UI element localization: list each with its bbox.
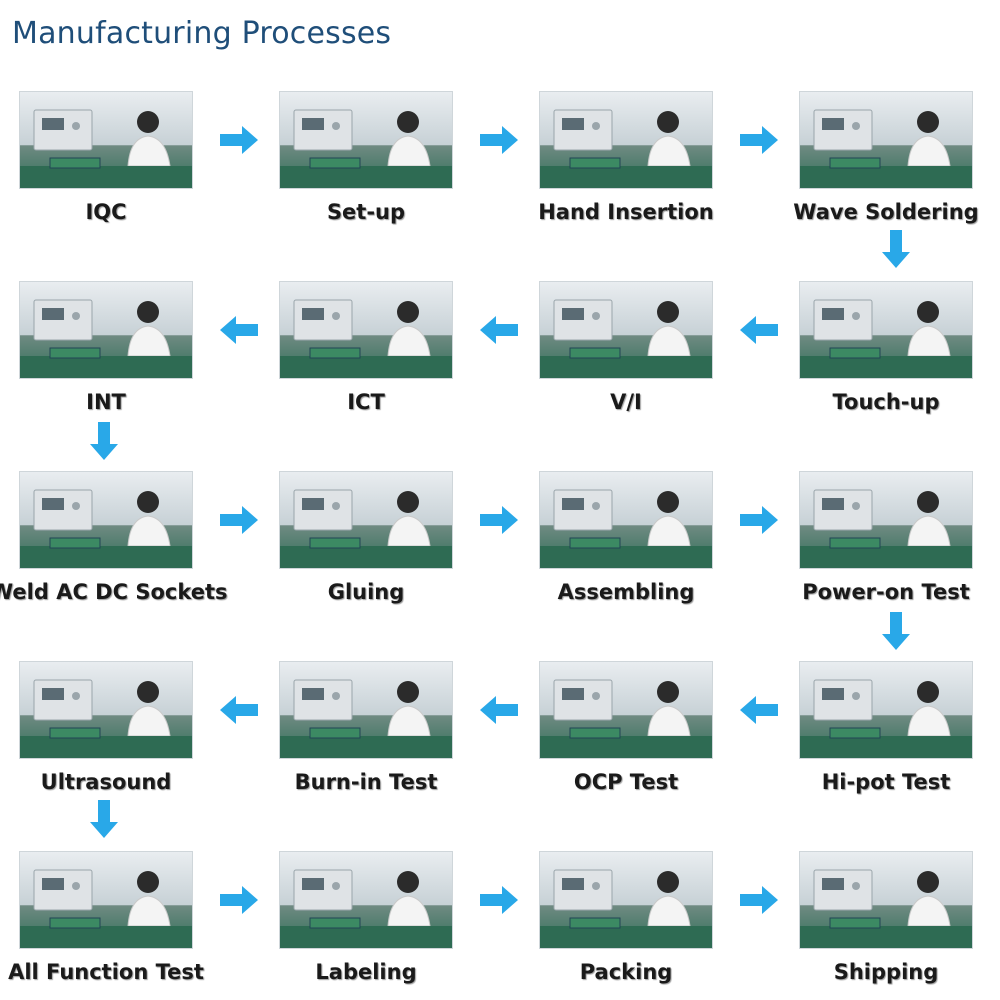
arrow-right-icon <box>740 506 778 538</box>
arrow-left-icon <box>480 316 518 348</box>
process-step-packing: Packing <box>530 852 722 984</box>
process-photo <box>800 92 972 188</box>
process-step-all-function-test: All Function Test <box>8 852 204 984</box>
process-step-label: Shipping <box>833 960 939 984</box>
process-photo <box>280 282 452 378</box>
process-step-power-on-test: Power-on Test <box>790 472 982 604</box>
arrow-right-icon <box>480 886 518 918</box>
arrow-down-icon <box>882 612 910 654</box>
process-step-label: Set-up <box>326 200 406 224</box>
process-step-label: Assembling <box>557 580 695 604</box>
process-step-gluing: Gluing <box>270 472 462 604</box>
process-step-ultrasound: Ultrasound <box>10 662 202 794</box>
process-step-label: All Function Test <box>8 960 204 984</box>
process-step-shipping: Shipping <box>790 852 982 984</box>
arrow-right-icon <box>220 886 258 918</box>
arrow-left-icon <box>480 696 518 728</box>
arrow-left-icon <box>220 316 258 348</box>
process-step-label: IQC <box>85 200 127 224</box>
process-step-weld-ac-dc-sockets: Weld AC DC Sockets <box>0 472 228 604</box>
process-step-wave-soldering: Wave Soldering <box>790 92 982 224</box>
process-photo <box>540 282 712 378</box>
arrow-right-icon <box>740 126 778 158</box>
process-step-hi-pot-test: Hi-pot Test <box>790 662 982 794</box>
process-photo <box>280 662 452 758</box>
process-step-label: ICT <box>347 390 385 414</box>
process-photo <box>540 662 712 758</box>
process-step-label: Burn-in Test <box>294 770 438 794</box>
arrow-down-icon <box>90 800 118 842</box>
process-step-assembling: Assembling <box>530 472 722 604</box>
process-step-label: OCP Test <box>573 770 679 794</box>
process-photo <box>20 472 192 568</box>
process-step-label: Labeling <box>315 960 417 984</box>
process-step-burn-in-test: Burn-in Test <box>270 662 462 794</box>
process-step-label: Weld AC DC Sockets <box>0 580 228 604</box>
process-step-label: Gluing <box>327 580 405 604</box>
process-step-label: Touch-up <box>832 390 940 414</box>
arrow-right-icon <box>480 126 518 158</box>
arrow-left-icon <box>740 316 778 348</box>
page-title: Manufacturing Processes <box>12 16 392 51</box>
process-step-label: Hi-pot Test <box>821 770 951 794</box>
arrow-right-icon <box>480 506 518 538</box>
arrow-right-icon <box>220 506 258 538</box>
process-photo <box>280 92 452 188</box>
process-step-label: Power-on Test <box>802 580 970 604</box>
process-step-iqc: IQC <box>10 92 202 224</box>
process-step-set-up: Set-up <box>270 92 462 224</box>
process-step-v-i: V/I <box>530 282 722 414</box>
arrow-left-icon <box>220 696 258 728</box>
process-step-label: Ultrasound <box>40 770 172 794</box>
process-photo <box>800 662 972 758</box>
process-photo <box>800 282 972 378</box>
process-photo <box>800 472 972 568</box>
process-step-label: Hand Insertion <box>538 200 714 224</box>
arrow-left-icon <box>740 696 778 728</box>
process-step-hand-insertion: Hand Insertion <box>530 92 722 224</box>
process-photo <box>20 92 192 188</box>
process-step-label: Packing <box>579 960 673 984</box>
arrow-down-icon <box>90 422 118 464</box>
process-photo <box>280 852 452 948</box>
process-step-touch-up: Touch-up <box>790 282 982 414</box>
process-photo <box>540 92 712 188</box>
process-photo <box>800 852 972 948</box>
process-photo <box>20 662 192 758</box>
arrow-down-icon <box>882 230 910 272</box>
process-step-ocp-test: OCP Test <box>530 662 722 794</box>
process-photo <box>540 852 712 948</box>
process-photo <box>540 472 712 568</box>
process-step-label: V/I <box>610 390 642 414</box>
process-step-label: INT <box>86 390 126 414</box>
arrow-right-icon <box>740 886 778 918</box>
process-step-labeling: Labeling <box>270 852 462 984</box>
process-photo <box>20 282 192 378</box>
process-step-label: Wave Soldering <box>793 200 979 224</box>
process-photo <box>280 472 452 568</box>
process-step-ict: ICT <box>270 282 462 414</box>
process-photo <box>20 852 192 948</box>
process-step-int: INT <box>10 282 202 414</box>
arrow-right-icon <box>220 126 258 158</box>
